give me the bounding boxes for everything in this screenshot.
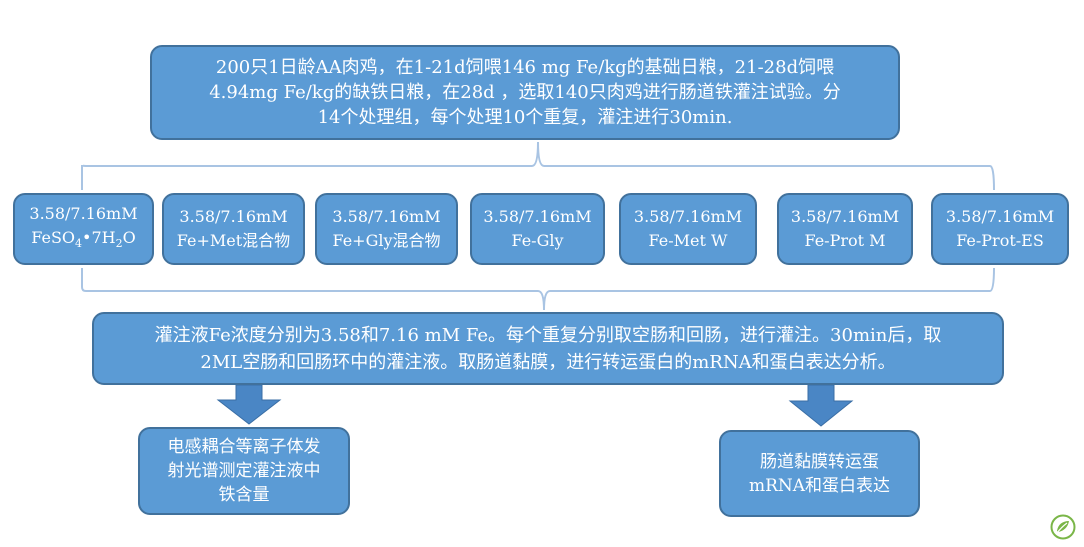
- treatment-conc: 3.58/7.16mM: [790, 207, 900, 226]
- treatment-name: Fe-Gly: [511, 231, 564, 250]
- treatment-name: Fe-Prot-ES: [956, 231, 1044, 250]
- treatment-conc: 3.58/7.16mM: [945, 207, 1055, 226]
- procedure-box: 灌注液Fe浓度分别为3.58和7.16 mM Fe。每个重复分别取空肠和回肠，进…: [92, 312, 1004, 385]
- setup-line-3: 14个处理组，每个处理10个重复，灌注进行30min.: [317, 107, 733, 128]
- treatment-name: Fe+Met混合物: [176, 231, 291, 250]
- treatment-box-fe-prot-es: 3.58/7.16mM Fe-Prot-ES: [931, 193, 1069, 265]
- treatment-box-fe-gly: 3.58/7.16mM Fe-Gly: [470, 193, 605, 265]
- lower-bracket: [81, 267, 995, 311]
- treatment-conc: 3.58/7.16mM: [332, 207, 441, 226]
- treatment-conc: 3.58/7.16mM: [483, 207, 592, 226]
- treatment-box-fe-gly-mix: 3.58/7.16mM Fe+Gly混合物: [315, 193, 458, 265]
- left-down-arrow: [216, 384, 282, 425]
- treatment-box-fe-met-w: 3.58/7.16mM Fe-Met W: [619, 193, 757, 265]
- treatment-name: FeSO4•7H2O: [31, 227, 136, 251]
- treatment-box-fe-met-mix: 3.58/7.16mM Fe+Met混合物: [162, 193, 305, 265]
- icp-analysis-box: 电感耦合等离子体发 射光谱测定灌注液中 铁含量: [138, 427, 350, 515]
- treatment-box-fe-prot-m: 3.58/7.16mM Fe-Prot M: [777, 193, 913, 265]
- right-down-arrow: [788, 384, 854, 427]
- treatment-name: Fe-Prot M: [804, 231, 886, 250]
- setup-line-2: 4.94mg Fe/kg的缺铁日粮，在28d ，选取140只肉鸡进行肠道铁灌注试…: [209, 82, 841, 103]
- treatment-conc: 3.58/7.16mM: [633, 207, 743, 226]
- treatment-conc: 3.58/7.16mM: [29, 203, 138, 223]
- leaf-logo-icon: [1050, 514, 1076, 540]
- expression-analysis-box: 肠道黏膜转运蛋 mRNA和蛋白表达: [719, 430, 920, 517]
- expression-line-1: 肠道黏膜转运蛋: [759, 451, 879, 472]
- procedure-line-1: 灌注液Fe浓度分别为3.58和7.16 mM Fe。每个重复分别取空肠和回肠，进…: [154, 324, 942, 346]
- procedure-line-2: 2ML空肠和回肠环中的灌注液。取肠道黏膜，进行转运蛋白的mRNA和蛋白表达分析。: [200, 351, 896, 373]
- experiment-setup-box: 200只1日龄AA肉鸡，在1-21d饲喂146 mg Fe/kg的基础日粮，21…: [150, 45, 900, 140]
- icp-line-2: 射光谱测定灌注液中: [167, 461, 321, 481]
- expression-line-2: mRNA和蛋白表达: [748, 475, 891, 496]
- setup-line-1: 200只1日龄AA肉鸡，在1-21d饲喂146 mg Fe/kg的基础日粮，21…: [215, 57, 835, 78]
- icp-line-3: 铁含量: [218, 485, 270, 505]
- treatment-conc: 3.58/7.16mM: [179, 207, 288, 226]
- treatment-box-feso4: 3.58/7.16mM FeSO4•7H2O: [13, 193, 154, 265]
- treatment-name: Fe+Gly混合物: [332, 231, 441, 250]
- icp-line-1: 电感耦合等离子体发: [167, 437, 321, 457]
- treatment-name: Fe-Met W: [648, 231, 728, 250]
- upper-bracket: [81, 141, 995, 191]
